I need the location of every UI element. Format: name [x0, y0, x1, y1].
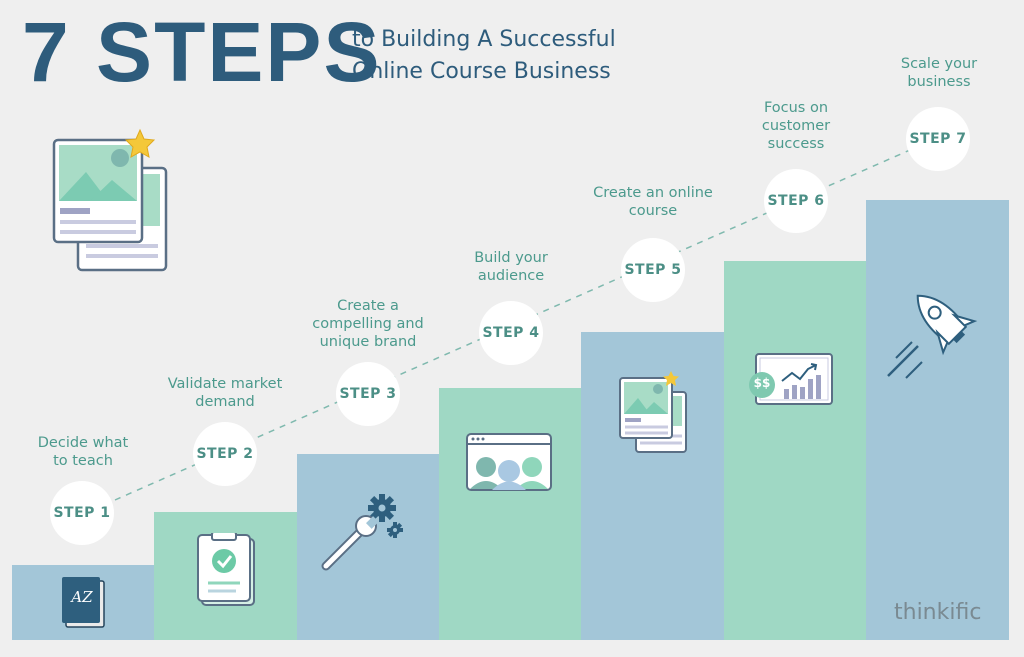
subtitle-line-1: to Building A Successful [352, 27, 616, 52]
video-audience-icon [466, 433, 552, 491]
subtitle-line-2: Online Course Business [352, 59, 611, 84]
step-2-badge: STEP 2 [193, 422, 257, 486]
wrench-gears-icon [321, 494, 403, 571]
step-3-badge: STEP 3 [336, 362, 400, 426]
book-cover-text: AZ [71, 588, 93, 606]
step-1-caption: Decide what to teach [37, 435, 129, 469]
step-6-caption: Focus on customer success [761, 100, 831, 152]
big-title: 7 STEPS [22, 5, 382, 99]
step-1-badge: STEP 1 [50, 481, 114, 545]
money-badge-text: $$ [753, 376, 771, 390]
stair-bar-7 [866, 200, 1009, 640]
step-4-badge: STEP 4 [479, 301, 543, 365]
rocket-icon [887, 294, 978, 379]
stair-bar-6 [724, 261, 866, 640]
step-2-caption: Validate market demand [167, 376, 283, 410]
money-growth-chart-icon: $$ [748, 351, 834, 409]
image-card-icon [52, 128, 168, 272]
step-4-caption: Build your audience [474, 250, 548, 284]
step-5-badge: STEP 5 [621, 238, 685, 302]
stair-bar-4 [439, 388, 581, 640]
dictionary-book-icon: AZ [62, 577, 105, 628]
subtitle: to Building A Successful Online Course B… [352, 24, 616, 88]
step-3-caption: Create a compelling and unique brand [312, 298, 424, 350]
step-7-caption: Scale your business [900, 56, 978, 90]
stair-bar-3 [297, 454, 439, 640]
step-7-badge: STEP 7 [906, 107, 970, 171]
clipboard-check-icon [197, 533, 255, 606]
course-cards-icon [619, 371, 687, 453]
thinkific-logo: thinkific [894, 600, 982, 625]
step-6-badge: STEP 6 [764, 169, 828, 233]
step-5-caption: Create an online course [593, 185, 713, 219]
